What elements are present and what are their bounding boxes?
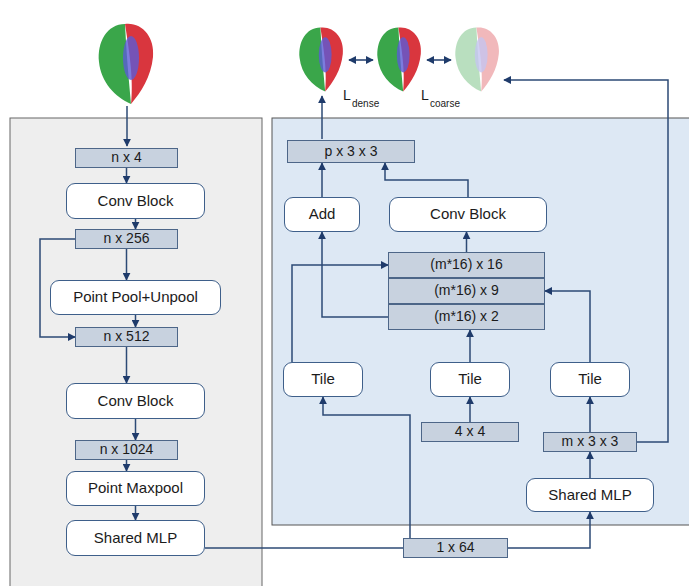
node-label: p x 3 x 3 — [325, 144, 378, 159]
loss-subscript: dense — [352, 99, 379, 109]
node-label: 1 x 64 — [436, 540, 474, 555]
operation-box: Conv Block — [66, 383, 205, 419]
connector — [292, 265, 388, 362]
shape-box: n x 4 — [75, 148, 178, 168]
node-label: m x 3 x 3 — [562, 434, 619, 449]
node-label: Point Pool+Unpool — [73, 289, 198, 306]
shape-box: n x 1024 — [75, 440, 178, 460]
node-label: Shared MLP — [94, 530, 177, 547]
operation-box: Conv Block — [66, 183, 205, 219]
node-label: Tile — [311, 371, 335, 388]
connector — [469, 397, 471, 422]
operation-box: Shared MLP — [526, 478, 654, 512]
operation-box: Point Pool+Unpool — [50, 280, 221, 315]
dense-output-heart — [299, 27, 343, 91]
connector — [126, 460, 128, 471]
loss-subscript: coarse — [430, 99, 460, 109]
loss-arrow — [349, 59, 373, 61]
connector — [323, 397, 410, 538]
connector — [135, 315, 137, 327]
operation-box: Conv Block — [389, 197, 547, 232]
shape-box: (m*16) x 2 — [388, 304, 545, 330]
node-label: Add — [309, 206, 336, 223]
shape-box: m x 3 x 3 — [543, 432, 637, 452]
node-label: (m*16) x 9 — [434, 283, 499, 298]
node-label: n x 256 — [104, 231, 150, 246]
node-label: Point Maxpool — [88, 480, 183, 497]
connector — [135, 219, 137, 229]
node-label: Conv Block — [98, 193, 174, 210]
node-label: (m*16) x 2 — [434, 309, 499, 324]
shape-box: p x 3 x 3 — [287, 140, 415, 163]
loss-arrow — [427, 59, 451, 61]
operation-box: Tile — [430, 362, 510, 397]
target-heart — [377, 27, 421, 91]
connector — [466, 232, 468, 252]
operation-box: Tile — [283, 362, 363, 397]
node-label: Tile — [458, 371, 482, 388]
shape-box: n x 512 — [75, 327, 178, 347]
connector — [508, 512, 590, 548]
node-label: n x 512 — [104, 329, 150, 344]
connector — [126, 347, 128, 383]
input-heart — [99, 24, 153, 104]
output-arrow — [321, 96, 323, 139]
connector — [545, 291, 590, 362]
decoder-panel — [272, 118, 689, 525]
operation-box: Point Maxpool — [66, 471, 205, 506]
node-label: Shared MLP — [548, 487, 631, 504]
node-label: 4 x 4 — [455, 424, 485, 439]
shape-box: 4 x 4 — [421, 422, 519, 442]
connector — [385, 163, 468, 197]
connector — [135, 419, 137, 440]
shape-box: (m*16) x 16 — [388, 252, 545, 278]
node-label: Conv Block — [430, 206, 506, 223]
operation-box: Tile — [550, 362, 630, 397]
coarse-output-heart — [455, 27, 499, 91]
loss-symbol: L — [421, 88, 429, 102]
connector — [322, 232, 388, 317]
node-label: Tile — [578, 371, 602, 388]
connector — [126, 168, 128, 183]
connector — [135, 506, 137, 520]
connector — [126, 249, 128, 280]
connector — [589, 397, 591, 432]
shape-box: 1 x 64 — [403, 538, 508, 558]
operation-box: Shared MLP — [66, 520, 205, 556]
node-label: Conv Block — [98, 393, 174, 410]
shape-box: n x 256 — [75, 229, 178, 249]
shape-box: (m*16) x 9 — [388, 278, 545, 304]
node-label: (m*16) x 16 — [430, 257, 502, 272]
connector — [589, 452, 591, 478]
node-label: n x 4 — [111, 150, 141, 165]
connector — [321, 163, 323, 197]
encoder-panel — [10, 118, 262, 586]
connector — [469, 330, 471, 362]
node-label: n x 1024 — [100, 442, 154, 457]
connector — [205, 547, 403, 549]
loss-symbol: L — [343, 88, 351, 102]
input-arrow — [126, 106, 128, 146]
operation-box: Add — [284, 197, 360, 232]
